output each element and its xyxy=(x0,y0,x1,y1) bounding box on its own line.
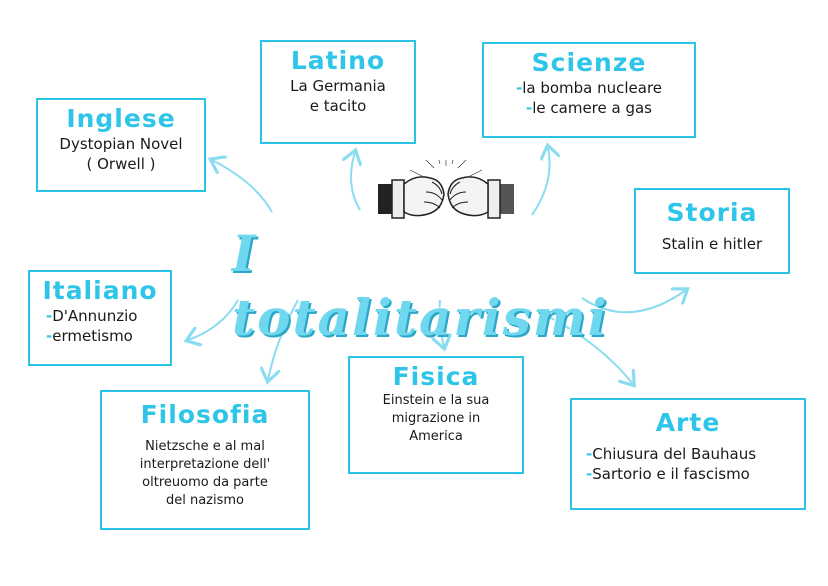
arrow-inglese xyxy=(212,160,273,213)
arrow-scienze xyxy=(531,147,550,216)
box-line: le camere a gas xyxy=(532,99,652,117)
bullet-dash: - xyxy=(46,327,53,345)
box-line: Einstein e la sua xyxy=(382,393,490,408)
arrow-filosofia xyxy=(268,299,299,380)
box-title: Filosofia xyxy=(140,400,270,429)
arrow-italiano xyxy=(188,299,239,340)
box-inglese: Inglese Dystopian Novel ( Orwell ) xyxy=(36,98,206,192)
box-line: del nazismo xyxy=(165,493,245,508)
bullet-dash: - xyxy=(46,307,53,325)
box-line: Stalin e hitler xyxy=(661,235,763,253)
box-line: D'Annunzio xyxy=(52,307,138,325)
box-title: Scienze xyxy=(531,48,647,77)
fist-bump-icon xyxy=(378,160,514,219)
bullet-dash: - xyxy=(526,99,533,117)
box-line: interpretazione dell' xyxy=(139,457,271,472)
box-line: migrazione in xyxy=(391,411,481,426)
box-title: Latino xyxy=(290,46,386,75)
box-latino: Latino La Germania e tacito xyxy=(260,40,416,144)
box-arte: Arte -Chiusura del Bauhaus -Sartorio e i… xyxy=(570,398,806,510)
main-title: I totalitarismi xyxy=(232,224,609,347)
box-line: oltreuomo da parte xyxy=(142,475,268,490)
box-title: Storia xyxy=(666,198,758,227)
box-title: Fisica xyxy=(392,362,480,391)
arrow-fisica xyxy=(440,299,445,347)
arrow-arte xyxy=(546,315,633,384)
box-italiano: Italiano -D'Annunzio -ermetismo xyxy=(28,270,172,366)
arrow-latino xyxy=(351,152,360,211)
box-scienze: Scienze -la bomba nucleare -le camere a … xyxy=(482,42,696,138)
box-line: Dystopian Novel xyxy=(59,135,183,153)
box-line: Sartorio e il fascismo xyxy=(592,465,750,483)
bullet-dash: - xyxy=(586,465,593,483)
box-title: Inglese xyxy=(66,104,176,133)
box-line: e tacito xyxy=(309,97,367,115)
box-line: America xyxy=(409,429,463,444)
box-title: Arte xyxy=(655,408,721,437)
box-storia: Storia Stalin e hitler xyxy=(634,188,790,274)
box-fisica: Fisica Einstein e la sua migrazione in A… xyxy=(348,356,524,474)
box-line: ermetismo xyxy=(52,327,133,345)
box-line: ( Orwell ) xyxy=(86,155,156,173)
box-title: Italiano xyxy=(42,276,158,305)
box-line: la bomba nucleare xyxy=(522,79,663,97)
bullet-dash: - xyxy=(586,445,593,463)
arrow-storia xyxy=(581,290,686,314)
box-filosofia: Filosofia Nietzsche e al mal interpretaz… xyxy=(100,390,310,530)
bullet-dash: - xyxy=(515,79,523,97)
box-line: Chiusura del Bauhaus xyxy=(592,445,757,463)
box-line: Nietzsche e al mal xyxy=(145,439,265,454)
box-line: La Germania xyxy=(290,77,386,95)
